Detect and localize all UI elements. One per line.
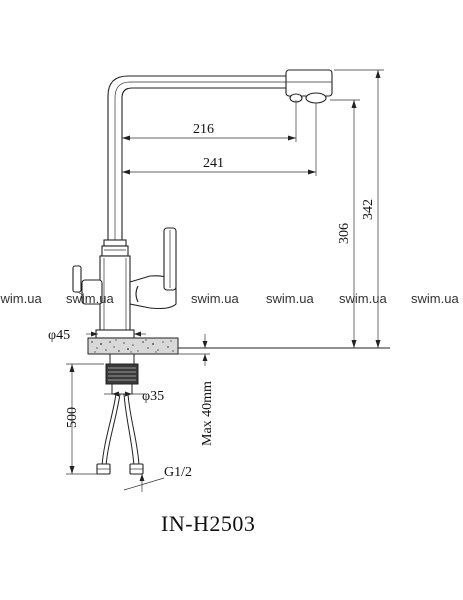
left-handle xyxy=(72,265,103,305)
dimension-reach-216: 216 xyxy=(122,100,297,142)
label-height-spout: 306 xyxy=(337,223,352,244)
thread-callout: G1/2 xyxy=(123,465,192,492)
flexible-hoses xyxy=(96,393,144,475)
label-max-thickness: Max 40mm xyxy=(200,381,215,446)
dimension-reach-241: 241 xyxy=(121,103,317,176)
dimension-hose-500: 500 xyxy=(65,363,104,475)
watermark-1: swim.ua xyxy=(0,291,42,306)
dimension-base-45: φ45 xyxy=(48,328,146,343)
watermark-5: swim.ua xyxy=(339,291,387,306)
model-name: IN-H2503 xyxy=(161,511,255,536)
label-hose-length: 500 xyxy=(65,407,80,428)
label-shank-diameter: φ35 xyxy=(142,389,164,404)
faucet-spout xyxy=(107,75,289,243)
watermark-6: swim.ua xyxy=(411,291,459,306)
label-reach-outer: 241 xyxy=(203,156,224,171)
watermark-row: swim.ua swim.ua swim.ua swim.ua swim.ua … xyxy=(0,291,459,306)
mounting-shank xyxy=(105,353,139,395)
right-handle xyxy=(129,227,177,310)
label-thread: G1/2 xyxy=(164,465,192,480)
spout-collar xyxy=(101,239,129,257)
dimension-max-thickness: Max 40mm xyxy=(178,334,215,446)
countertop xyxy=(87,337,179,355)
watermark-4: swim.ua xyxy=(266,291,314,306)
dimension-height-342: 342 xyxy=(334,69,384,348)
spout-head xyxy=(285,69,333,104)
label-reach-inner: 216 xyxy=(193,122,214,137)
faucet-body xyxy=(95,255,135,339)
label-base-diameter: φ45 xyxy=(48,328,70,343)
dimension-height-306: 306 xyxy=(330,99,360,348)
dimension-shank-35: φ35 xyxy=(104,389,164,404)
watermark-2: swim.ua xyxy=(66,291,114,306)
label-height-total: 342 xyxy=(361,199,376,220)
watermark-3: swim.ua xyxy=(191,291,239,306)
